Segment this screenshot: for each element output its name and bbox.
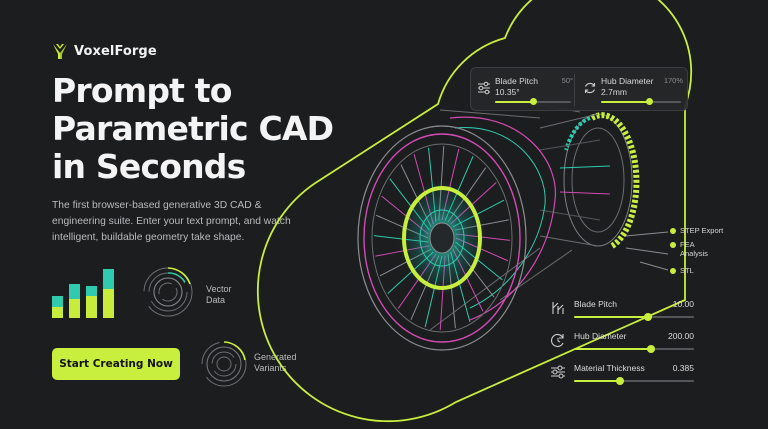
mini-bar-top: [86, 285, 97, 297]
export-label: STL: [680, 266, 694, 275]
export-option-step[interactable]: STEP Export: [670, 226, 723, 235]
slider-track[interactable]: [574, 345, 694, 353]
material-thickness-slider[interactable]: Material Thickness 0.385: [548, 360, 696, 386]
variants-rings-icon: [201, 341, 247, 387]
status-dot: [670, 242, 676, 248]
vector-label-line: Data: [206, 295, 226, 305]
param-label: Hub Diameter: [601, 76, 654, 86]
bar-chart-icon: [52, 266, 124, 318]
param-label: Hub Diameter: [574, 331, 627, 341]
slider-knob[interactable]: [530, 98, 537, 105]
slider-knob[interactable]: [615, 377, 624, 385]
mini-bar: [69, 283, 80, 318]
slider-knob[interactable]: [646, 98, 653, 105]
turbine-fan: [357, 125, 527, 351]
param-label: Material Thickness: [574, 363, 645, 373]
rotate-icon: [551, 333, 564, 348]
mini-bar-bottom: [86, 296, 97, 318]
hub-diameter-slider[interactable]: Hub Diameter 200.00: [548, 328, 696, 354]
turbine-core: [539, 112, 640, 249]
slider-track[interactable]: [574, 377, 694, 385]
blade-pitch-mini-slider[interactable]: Blade Pitch 10.35° 50°: [475, 72, 575, 108]
mini-bar-top: [52, 296, 63, 307]
param-value: 2.7mm: [601, 87, 627, 97]
mini-bar-bottom: [52, 306, 63, 318]
slider-knob[interactable]: [644, 313, 653, 321]
capsule-outline: [256, 0, 693, 423]
param-label: Blade Pitch: [574, 299, 617, 309]
vector-label-line: Vector: [206, 284, 232, 294]
export-label: STEP Export: [680, 226, 724, 235]
top-parameter-card: Blade Pitch 10.35° 50° Hub Diameter 2.7m…: [470, 67, 688, 111]
hero-description: The first browser-based generative 3D CA…: [52, 200, 291, 243]
status-dot: [670, 228, 676, 234]
status-dot: [670, 268, 676, 274]
brand-name: VoxelForge: [74, 43, 157, 59]
refresh-icon: [584, 82, 596, 94]
parameter-panel: Blade Pitch 10.00 Hub Diameter 200.00 Ma…: [548, 292, 696, 392]
slider-fill: [495, 101, 533, 103]
sliders-icon: [551, 365, 565, 379]
mini-bar-top: [69, 283, 80, 300]
param-value: 0.385: [672, 363, 694, 373]
sliders-icon: [478, 81, 490, 95]
blade-pitch-slider[interactable]: Blade Pitch 10.00: [548, 296, 696, 322]
slider-knob[interactable]: [646, 345, 655, 353]
page-title: Prompt to Parametric CAD in Seconds: [52, 72, 382, 186]
slider-fill: [574, 316, 649, 318]
param-value: 200.00: [668, 331, 694, 341]
hub-diameter-mini-slider[interactable]: Hub Diameter 2.7mm 170%: [581, 72, 685, 108]
slider-fill: [601, 101, 649, 103]
vector-data-label: Vector Data: [206, 284, 232, 306]
pitch-icon: [552, 302, 564, 314]
mini-bar: [86, 285, 97, 318]
title-line: Prompt to: [52, 71, 232, 110]
export-label: FEA Analysis: [680, 240, 708, 258]
export-option-stl[interactable]: STL: [670, 266, 694, 275]
title-line: in Seconds: [52, 147, 246, 186]
mini-bar-top: [103, 269, 114, 289]
mini-bar-bottom: [103, 288, 114, 318]
start-creating-button[interactable]: Start Creating Now: [52, 348, 180, 380]
slider-track[interactable]: [601, 98, 681, 105]
concentric-rings-icon: [143, 267, 193, 317]
export-option-fea[interactable]: FEA Analysis: [670, 240, 730, 258]
mini-bar: [52, 296, 63, 318]
title-line: Parametric CAD: [52, 109, 334, 148]
param-value: 10.35°: [495, 87, 520, 97]
divider: [574, 74, 575, 106]
export-options: STEP Export FEA Analysis STL: [670, 222, 766, 278]
slider-fill: [574, 348, 651, 350]
variants-label-line: Variants: [254, 363, 287, 373]
voxel-leaf-logo-icon: [53, 44, 67, 59]
brand[interactable]: VoxelForge: [52, 42, 157, 60]
slider-track[interactable]: [495, 98, 571, 105]
slider-fill: [574, 380, 620, 382]
param-percent: 50°: [561, 76, 573, 85]
param-percent: 170%: [663, 76, 683, 85]
param-value: 10.00: [672, 299, 694, 309]
param-label: Blade Pitch: [495, 76, 538, 86]
slider-track[interactable]: [574, 313, 694, 321]
mini-bar-bottom: [69, 299, 80, 318]
mini-bar: [103, 269, 114, 318]
